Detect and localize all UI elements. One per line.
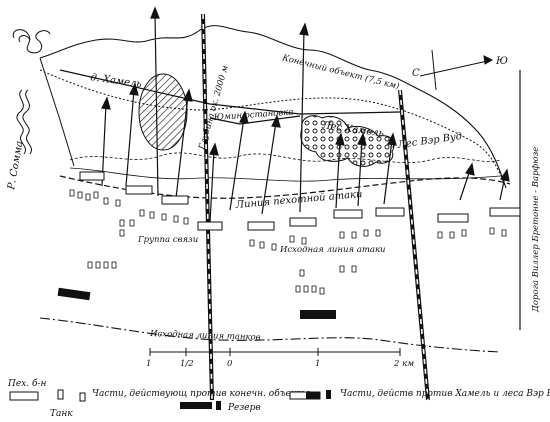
legend-tank-symbol: [57, 389, 64, 400]
hamel-wood: [300, 115, 395, 167]
legend-infantry-label: Пех. б-н: [7, 378, 47, 389]
contour-line-1: [69, 152, 501, 163]
legend: Пех. б-н Танк Части, действующ против ко…: [7, 378, 550, 419]
infantry-start-label: Исходная линия атаки: [279, 245, 386, 255]
map-boundary-top: [39, 25, 507, 189]
hamel-village-area: [138, 73, 188, 151]
legend-objective-label: Части, действующ против конечн. объекта: [92, 388, 310, 399]
scale-tick-3: 0: [227, 359, 233, 369]
scale-tick-4: 1: [315, 359, 320, 369]
infantry-line-label: Линия пехотной атаки: [234, 189, 363, 211]
compass: [419, 49, 494, 91]
legend-hamel-label: Части, действ против Хамель и леса Вэр В…: [340, 389, 550, 399]
tank-symbols: [69, 189, 507, 295]
tank-start-line: [39, 317, 501, 353]
scale-tick-5: 2 км: [393, 359, 414, 369]
infantry-boxes: [79, 171, 521, 231]
contour-line-2: [69, 167, 501, 182]
attack-arrows: [101, 6, 510, 223]
legend-tank-label: Танк: [50, 409, 73, 419]
legend-reserve-label: Резерв: [227, 403, 261, 413]
hamel-village-label: д. Хамель: [90, 72, 143, 90]
boundary-left-battalion: [201, 13, 214, 401]
legend-infantry-symbol: [9, 391, 39, 401]
map-boundary-left: [39, 57, 75, 167]
boundary-right-battalion: [398, 89, 430, 401]
river-label: Р. Сомма: [6, 140, 26, 191]
legend-objective-symbol: [79, 392, 86, 402]
compass-north: С: [412, 68, 420, 79]
scale-tick-2: 1/2: [180, 359, 194, 369]
comms-group-label: Группа связи: [137, 235, 198, 245]
reserve-bars: [57, 287, 336, 319]
compass-south: Ю: [495, 56, 508, 67]
road-label: Дорога Виллер Бретонне - Варфюзе: [531, 147, 541, 313]
legend-reserve-bar: [180, 402, 212, 409]
legend-reserve-tank: [216, 401, 221, 410]
depth-label: Глубина ок. 2000 м: [196, 64, 231, 152]
scale-tick-1: 1: [146, 359, 151, 369]
river-somme: [12, 29, 51, 155]
legend-hamel-tank: [326, 390, 331, 399]
midway-line: [209, 115, 301, 125]
tank-start-label: Исходная линия танков: [149, 329, 261, 343]
legend-hamel-bar-dark: [306, 392, 320, 399]
scale-bar: [149, 348, 401, 356]
final-objective-label: Конечный объект (7,5 км): [280, 52, 400, 92]
midway-stop-label: Юмин остановка: [213, 107, 294, 123]
